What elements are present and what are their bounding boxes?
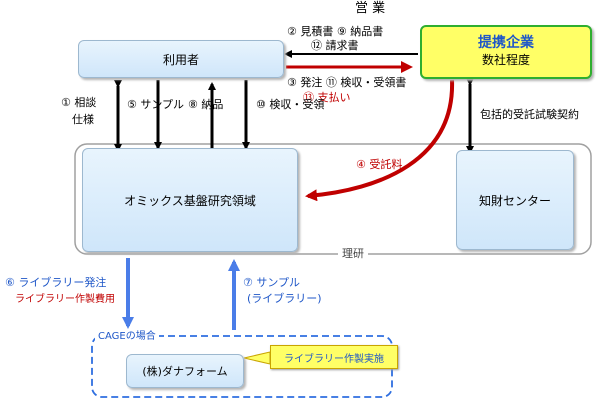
- riken-outline: [74, 143, 592, 255]
- user-label: 利用者: [162, 52, 199, 67]
- label-library-sample: ⑦ サンプル: [243, 276, 301, 289]
- label-spec: 仕様: [72, 113, 94, 126]
- label-sample: ⑤ サンプル: [127, 98, 185, 111]
- library-callout-text: ライブラリー作製実施: [284, 353, 384, 365]
- omics-label: オミックス基盤研究領域: [124, 193, 256, 208]
- sales-label: 営 業: [355, 1, 386, 16]
- label-delivery: ⑧ 納品: [188, 98, 224, 111]
- riken-label: 理研: [338, 247, 368, 261]
- label-library-order: ⑥ ライブラリー発注: [5, 276, 107, 289]
- label-contract: 包括的受託試験契約: [480, 108, 579, 121]
- label-quote-delivery-note: ② 見積書 ⑨ 納品書: [287, 25, 384, 38]
- label-library-sample-sub: (ライブラリー): [247, 292, 322, 305]
- label-fee: ④ 受託料: [356, 158, 403, 171]
- ip-center-box: 知財センター: [456, 150, 574, 250]
- cage-label: CAGEの場合: [95, 330, 159, 344]
- label-order-receipt: ③ 発注 ⑪ 検収・受領書: [287, 76, 407, 89]
- library-callout: ライブラリー作製実施: [270, 345, 398, 369]
- label-payment: ⑬ 支払い: [303, 91, 351, 104]
- label-invoice: ⑫ 請求書: [311, 39, 359, 52]
- label-consult: ① 相談: [61, 96, 97, 109]
- partner-title: 提携企業: [478, 35, 534, 51]
- dnaform-label: (株)ダナフォーム: [142, 365, 228, 378]
- omics-box: オミックス基盤研究領域: [82, 148, 298, 252]
- user-box: 利用者: [78, 40, 284, 78]
- partner-box: 提携企業 数社程度: [420, 25, 592, 79]
- callout-pointer: [243, 351, 271, 365]
- label-inspection: ⑩ 検収・受領: [256, 98, 325, 111]
- partner-subtitle: 数社程度: [481, 53, 530, 67]
- arrow-fee: [305, 79, 455, 202]
- label-library-cost: ライブラリー作製費用: [15, 294, 115, 305]
- ip-center-label: 知財センター: [478, 193, 551, 208]
- dnaform-box: (株)ダナフォーム: [126, 354, 244, 388]
